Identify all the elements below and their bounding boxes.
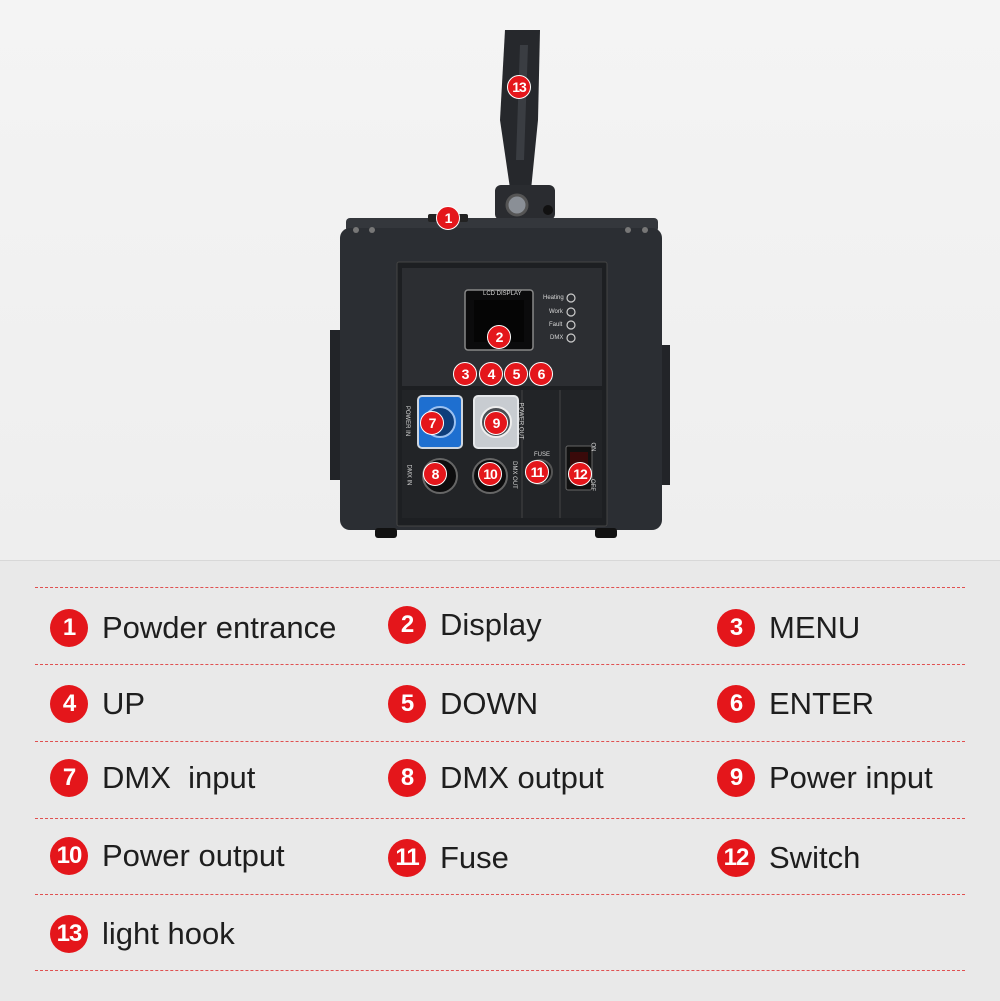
marker-13: 13 — [507, 75, 531, 99]
heating-label: Heating — [543, 295, 564, 301]
legend-item-fuse: 11 Fuse — [388, 836, 509, 880]
legend-label: light hook — [102, 916, 235, 951]
number-badge: 4 — [50, 685, 88, 723]
marker-2: 2 — [487, 325, 511, 349]
indicator-work — [566, 307, 576, 317]
legend-label: DOWN — [440, 686, 539, 721]
legend-item-display: 2 Display — [388, 603, 542, 647]
legend-label: Powder entrance — [102, 610, 337, 645]
divider — [35, 741, 965, 742]
legend-label: MENU — [769, 610, 861, 645]
marker-9: 9 — [484, 411, 508, 435]
divider — [35, 970, 965, 971]
indicator-heating — [566, 293, 576, 303]
legend-label: Power input — [769, 760, 933, 795]
marker-1: 1 — [436, 206, 460, 230]
switch-on-label: ON — [589, 442, 596, 452]
legend-label: UP — [102, 686, 146, 721]
marker-11: 11 — [525, 460, 549, 484]
machine-illustration — [330, 30, 670, 538]
marker-5: 5 — [504, 362, 528, 386]
marker-8: 8 — [423, 462, 447, 486]
work-label: Work — [549, 309, 563, 315]
legend-label: DMX output — [440, 760, 604, 795]
divider — [35, 894, 965, 895]
number-badge: 7 — [50, 759, 88, 797]
divider — [35, 587, 965, 588]
legend-item-down: 5 DOWN — [388, 682, 538, 726]
legend-panel — [0, 560, 1000, 1001]
legend-label: Switch — [769, 840, 861, 875]
power-in-label: POWER IN — [404, 405, 411, 437]
legend-label: ENTER — [769, 686, 875, 721]
indicator-fault — [566, 320, 576, 330]
number-badge: 5 — [388, 685, 426, 723]
legend-item-enter: 6 ENTER — [717, 682, 874, 726]
lcd-display-label: LCD DISPLAY — [483, 291, 522, 297]
number-badge: 2 — [388, 606, 426, 644]
legend-label: Power output — [102, 838, 285, 873]
number-badge: 9 — [717, 759, 755, 797]
divider — [35, 664, 965, 665]
legend-item-switch: 12 Switch — [717, 836, 860, 880]
product-photo: LCD DISPLAY Heating Work Fault DMX POWER… — [0, 0, 1000, 560]
marker-4: 4 — [479, 362, 503, 386]
number-badge: 11 — [388, 839, 426, 877]
legend-item-dmx-output: 8 DMX output — [388, 756, 604, 800]
dmx-indicator-label: DMX — [550, 335, 564, 341]
marker-10: 10 — [478, 462, 502, 486]
legend-item-power-input: 9 Power input — [717, 756, 933, 800]
switch-off-label: OFF — [589, 479, 595, 491]
number-badge: 10 — [50, 837, 88, 875]
legend-item-dmx-input: 7 DMX input — [50, 756, 255, 800]
fuse-label: FUSE — [534, 452, 551, 458]
marker-12: 12 — [568, 462, 592, 486]
legend-label: Display — [440, 607, 542, 642]
hook-bolt — [505, 193, 529, 217]
number-badge: 8 — [388, 759, 426, 797]
legend-item-up: 4 UP — [50, 682, 145, 726]
marker-3: 3 — [453, 362, 477, 386]
legend-item-light-hook: 13 light hook — [50, 912, 235, 956]
number-badge: 1 — [50, 609, 88, 647]
legend-item-menu: 3 MENU — [717, 606, 860, 650]
legend-label: Fuse — [440, 840, 509, 875]
number-badge: 13 — [50, 915, 88, 953]
number-badge: 12 — [717, 839, 755, 877]
marker-7: 7 — [420, 411, 444, 435]
dmx-out-label: DMX OUT — [510, 461, 517, 489]
legend-item-powder-entrance: 1 Powder entrance — [50, 606, 336, 650]
dmx-in-label: DMX IN — [405, 464, 412, 486]
number-badge: 3 — [717, 609, 755, 647]
indicator-dmx — [566, 333, 576, 343]
divider — [35, 818, 965, 819]
number-badge: 6 — [717, 685, 755, 723]
legend-item-power-output: 10 Power output — [50, 834, 285, 878]
marker-6: 6 — [529, 362, 553, 386]
power-out-label: POWER OUT — [517, 402, 524, 440]
legend-label: DMX input — [102, 760, 256, 795]
fault-label: Fault — [549, 322, 563, 328]
